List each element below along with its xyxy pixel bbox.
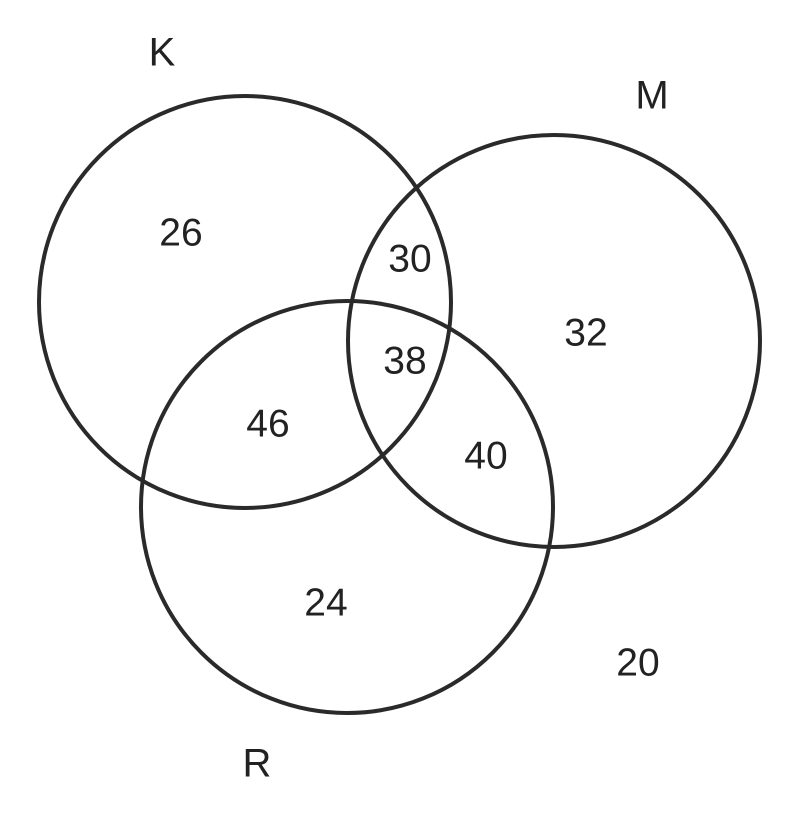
circle-k xyxy=(37,94,453,510)
region-k-and-m: 30 xyxy=(388,237,431,280)
region-m-only: 32 xyxy=(564,311,607,354)
region-k-and-r: 46 xyxy=(246,402,289,445)
circle-r xyxy=(139,299,555,715)
region-r-only: 24 xyxy=(304,581,347,624)
set-label-k: K xyxy=(149,31,176,75)
circle-m xyxy=(346,133,762,549)
set-label-r: R xyxy=(243,742,272,786)
region-k-m-r: 38 xyxy=(383,339,426,382)
region-m-and-r: 40 xyxy=(464,434,507,477)
region-outside: 20 xyxy=(616,641,659,684)
region-k-only: 26 xyxy=(159,211,202,254)
set-label-m: M xyxy=(635,74,668,118)
